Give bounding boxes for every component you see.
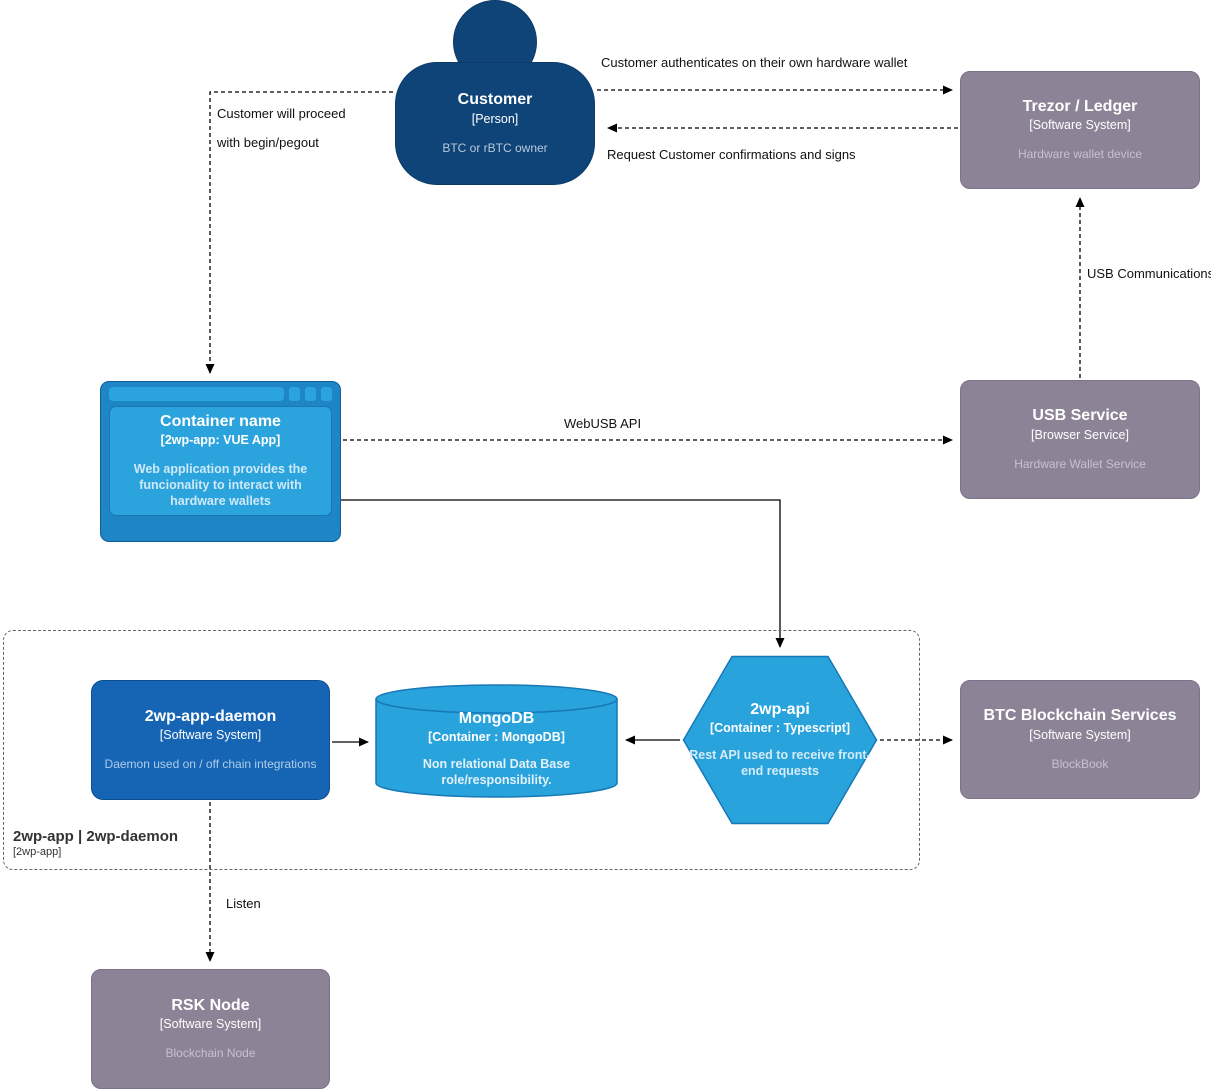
node-title: 2wp-app-daemon <box>144 707 277 725</box>
rsk-node[interactable]: RSK Node [Software System] Blockchain No… <box>91 969 330 1089</box>
usb-service-node[interactable]: USB Service [Browser Service] Hardware W… <box>960 380 1200 499</box>
node-description: Hardware wallet device <box>1017 147 1143 162</box>
daemon-node[interactable]: 2wp-app-daemon [Software System] Daemon … <box>91 680 330 800</box>
boundary-title: 2wp-app | 2wp-daemon <box>13 828 179 845</box>
btc-blockchain-node[interactable]: BTC Blockchain Services [Software System… <box>960 680 1200 799</box>
node-subtitle: [Container : MongoDB] <box>428 730 565 745</box>
node-title: MongoDB <box>458 709 535 727</box>
mongodb-node[interactable]: MongoDB [Container : MongoDB] Non relati… <box>375 684 618 798</box>
edge-label-confirmations: Request Customer confirmations and signs <box>607 147 856 162</box>
node-subtitle: [2wp-app: VUE App] <box>160 433 281 448</box>
node-subtitle: [Container : Typescript] <box>709 721 851 736</box>
trezor-ledger-node[interactable]: Trezor / Ledger [Software System] Hardwa… <box>960 71 1200 189</box>
boundary-subtitle: [2wp-app] <box>13 846 62 858</box>
customer-person-node[interactable]: Customer [Person] BTC or rBTC owner <box>395 62 595 185</box>
node-description: BTC or rBTC owner <box>442 140 548 155</box>
node-subtitle: [Software System] <box>1029 727 1131 742</box>
node-title: Container name <box>160 412 281 430</box>
node-title: Customer <box>457 91 533 109</box>
boundary-label: 2wp-app | 2wp-daemon [2wp-app] <box>13 828 178 858</box>
node-title: BTC Blockchain Services <box>983 707 1177 725</box>
browser-button <box>289 387 300 401</box>
node-description: Blockchain Node <box>165 1046 256 1061</box>
browser-button <box>305 387 316 401</box>
browser-address-bar <box>109 387 284 401</box>
node-title: RSK Node <box>171 996 250 1014</box>
edge-label-authenticates: Customer authenticates on their own hard… <box>601 55 908 70</box>
edge-label-proceed-line1: Customer will proceed <box>217 106 346 121</box>
boundary-2wp-app[interactable]: 2wp-app | 2wp-daemon [2wp-app] <box>3 630 920 870</box>
node-description: Web application provides the funcionalit… <box>133 462 308 508</box>
node-description: Hardware Wallet Service <box>1014 456 1146 471</box>
api-node[interactable]: 2wp-api [Container : Typescript] Rest AP… <box>682 655 878 825</box>
node-description: Daemon used on / off chain integrations <box>104 757 317 772</box>
node-title: 2wp-api <box>750 700 810 718</box>
node-description: BlockBook <box>1051 756 1109 771</box>
browser-content: Container name [2wp-app: VUE App] Web ap… <box>109 406 332 516</box>
browser-chrome <box>101 382 340 405</box>
cylinder-shape <box>375 684 618 798</box>
node-title: USB Service <box>1032 407 1128 425</box>
node-subtitle: [Browser Service] <box>1031 427 1129 442</box>
edge-label-proceed-line2: with begin/pegout <box>217 135 319 150</box>
edge-webapp-to-api <box>341 499 785 648</box>
node-subtitle: [Software System] <box>159 1017 262 1032</box>
edge-label-webusb: WebUSB API <box>564 416 642 431</box>
node-subtitle: [Person] <box>471 111 519 126</box>
node-description: Rest API used to receive front-end reque… <box>689 748 871 778</box>
browser-button <box>321 387 332 401</box>
node-title: Trezor / Ledger <box>1022 97 1138 115</box>
node-description: Non relational Data Base role/responsibi… <box>422 757 571 787</box>
edge-label-listen: Listen <box>226 896 261 911</box>
edge-label-usb-communications: USB Communications <box>1087 266 1211 281</box>
node-subtitle: [Software System] <box>1029 118 1131 133</box>
webapp-container-node[interactable]: Container name [2wp-app: VUE App] Web ap… <box>100 381 341 542</box>
node-subtitle: [Software System] <box>159 728 262 743</box>
hexagon-shape <box>682 655 878 825</box>
